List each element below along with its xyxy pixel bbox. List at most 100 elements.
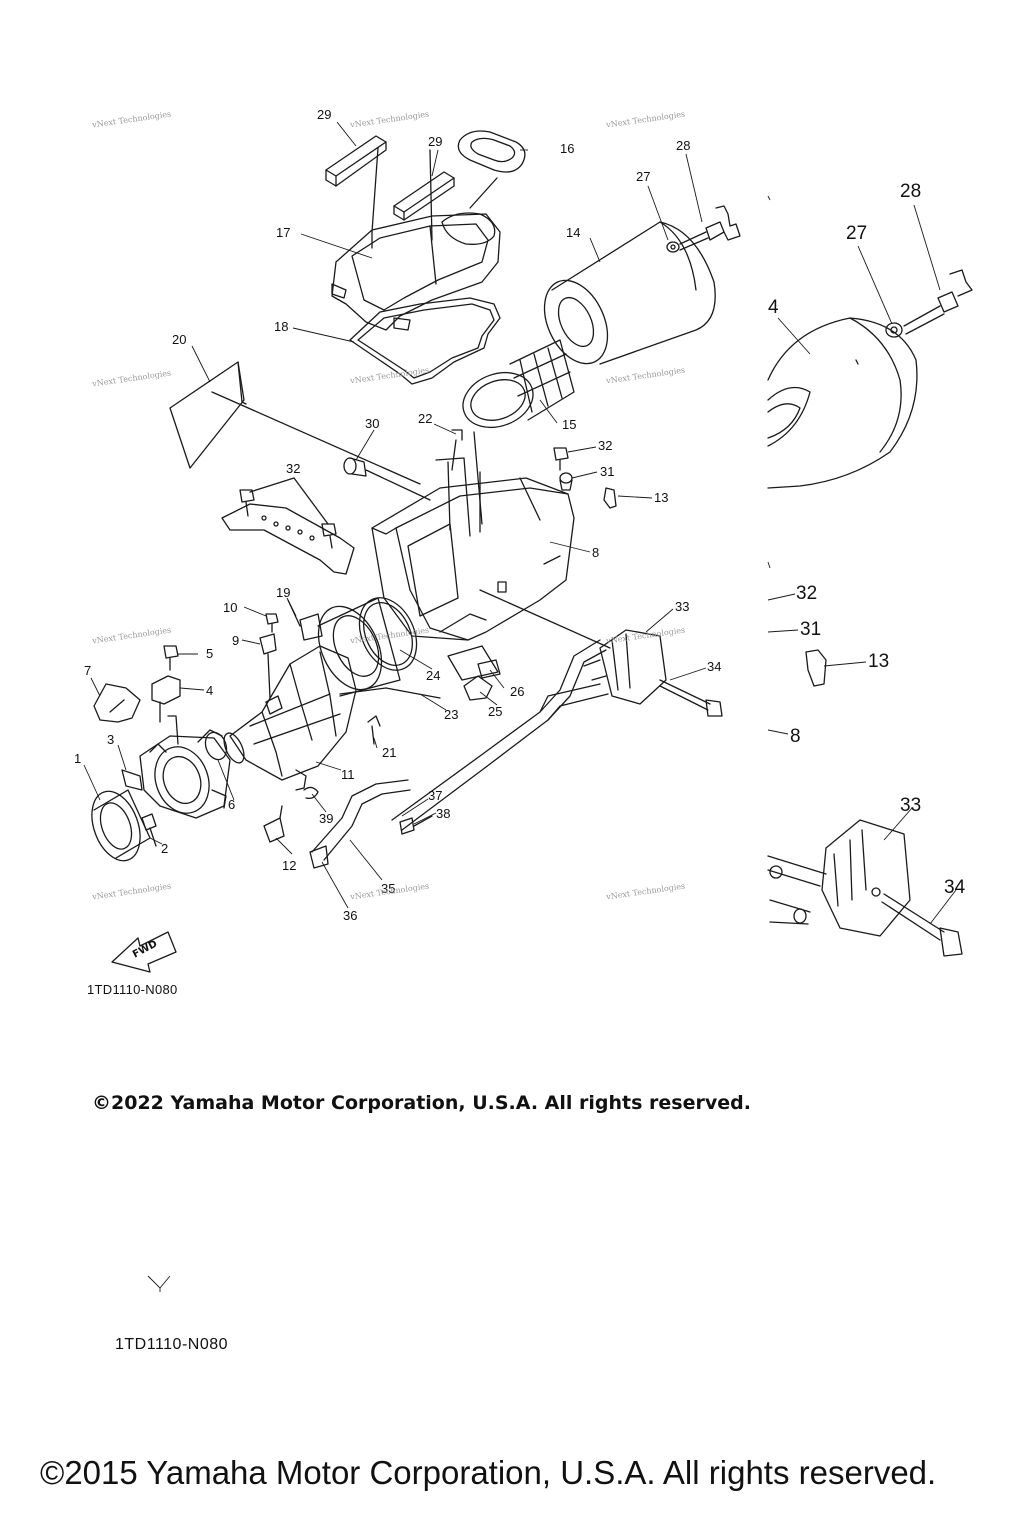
zoom-filter-detail <box>767 269 973 489</box>
callout-28: 28 <box>676 138 691 153</box>
part-25-cap <box>463 675 493 701</box>
callout-34: 34 <box>707 659 722 674</box>
throttle-body <box>139 715 231 819</box>
part-3-band <box>121 769 143 791</box>
part-29-foam-strip-b <box>393 171 455 221</box>
callout-37: 37 <box>428 788 443 803</box>
part-39-clip <box>303 786 319 800</box>
callout-16: 16 <box>560 141 575 156</box>
part-20-plate <box>169 361 247 469</box>
callout-2: 2 <box>161 841 169 856</box>
part-17-cover <box>331 212 501 331</box>
callout-19: 19 <box>276 585 291 600</box>
part-32-bolt-c <box>553 447 569 471</box>
callout-23: 23 <box>444 707 459 722</box>
part-7-cover <box>93 683 141 723</box>
part-10-screw <box>265 613 279 633</box>
zoom-callout-33: 33 <box>900 795 922 816</box>
callout-24: 24 <box>426 668 441 683</box>
callout-12: 12 <box>282 858 297 873</box>
callout-30: 30 <box>365 416 380 431</box>
callout-17: 17 <box>276 225 291 240</box>
part-24-o-ring <box>358 597 418 671</box>
callout-4: 4 <box>206 683 214 698</box>
callout-35: 35 <box>381 881 396 896</box>
part-22-clip <box>451 429 463 441</box>
callout-29-a: 29 <box>317 107 332 122</box>
part-33-canister <box>583 629 667 705</box>
callout-13: 13 <box>654 490 669 505</box>
part-32-bolt-a <box>239 489 255 517</box>
part-34-bolt <box>659 679 723 717</box>
part-31-grommet <box>559 472 573 491</box>
part-32-bolt-b <box>321 523 337 549</box>
part-1-flange <box>91 789 151 862</box>
callout-39: 39 <box>319 811 334 826</box>
part-23-joint <box>317 597 401 697</box>
zoom-callout-28: 28 <box>900 181 922 202</box>
zoom-callout-34: 34 <box>944 877 966 898</box>
zoom-clip-detail <box>805 649 827 687</box>
part-14-air-filter <box>543 221 716 365</box>
callout-31: 31 <box>600 464 615 479</box>
part-32-bracket <box>221 503 355 575</box>
callout-18: 18 <box>274 319 289 334</box>
callout-29-b: 29 <box>428 134 443 149</box>
callout-22: 22 <box>418 411 433 426</box>
part-37-hose <box>391 639 609 831</box>
zoom-callout-31: 31 <box>800 619 822 640</box>
part-9-fitting <box>259 633 277 699</box>
callout-11: 11 <box>341 767 355 782</box>
part-30-grommet <box>343 457 367 477</box>
part-18-gasket <box>349 297 501 385</box>
callout-8: 8 <box>592 545 600 560</box>
zoom-callout-27: 27 <box>846 223 868 244</box>
callout-10: 10 <box>223 600 238 615</box>
part-8-air-box <box>371 457 575 641</box>
callout-5: 5 <box>206 646 214 661</box>
callout-27: 27 <box>636 169 651 184</box>
zoom-callout-4: 4 <box>768 297 779 318</box>
callout-15: 15 <box>562 417 577 432</box>
part-29-foam-strip-a <box>325 135 387 187</box>
callout-14: 14 <box>566 225 581 240</box>
part-27-washer <box>666 241 680 253</box>
copyright-2015: ©2015 Yamaha Motor Corporation, U.S.A. A… <box>40 1454 937 1491</box>
figure-code: 1TD1110-N080 <box>87 982 178 997</box>
part-38-clip <box>399 817 415 835</box>
part-6-clamp <box>204 731 228 761</box>
zoom-canister-detail <box>767 819 963 957</box>
part-2-bolt <box>141 813 157 847</box>
callout-3: 3 <box>107 732 115 747</box>
copyright-2022: ©2022 Yamaha Motor Corporation, U.S.A. A… <box>92 1092 751 1114</box>
callout-33: 33 <box>675 599 690 614</box>
callout-38: 38 <box>436 806 451 821</box>
callout-1: 1 <box>74 751 82 766</box>
callout-6: 6 <box>228 797 236 812</box>
part-35-hose <box>311 779 411 861</box>
zoom-callout-8: 8 <box>790 726 801 747</box>
part-21-pin <box>367 715 381 745</box>
part-19-hose-clamp <box>287 599 323 641</box>
callout-21: 21 <box>382 745 397 760</box>
zoom-callout-13: 13 <box>868 651 890 672</box>
part-13-clip <box>603 487 617 509</box>
callout-32-right: 32 <box>598 438 613 453</box>
part-26-small-clip <box>477 659 501 679</box>
fwd-arrow-icon <box>111 931 177 973</box>
callout-20: 20 <box>172 332 187 347</box>
part-16-seal <box>457 130 526 173</box>
part-5-screw <box>163 645 179 671</box>
part-15-filter-cage <box>462 339 575 429</box>
callout-25: 25 <box>488 704 503 719</box>
part-36-clamp <box>309 845 329 869</box>
figure-code-repeat: 1TD1110-N080 <box>115 1336 229 1353</box>
callout-36: 36 <box>343 908 358 923</box>
callout-26: 26 <box>510 684 525 699</box>
part-12-fitting <box>263 805 285 843</box>
callout-7: 7 <box>84 663 92 678</box>
zoom-callout-32: 32 <box>796 583 818 604</box>
part-4-sensor <box>151 675 181 705</box>
callout-32-left: 32 <box>286 461 301 476</box>
